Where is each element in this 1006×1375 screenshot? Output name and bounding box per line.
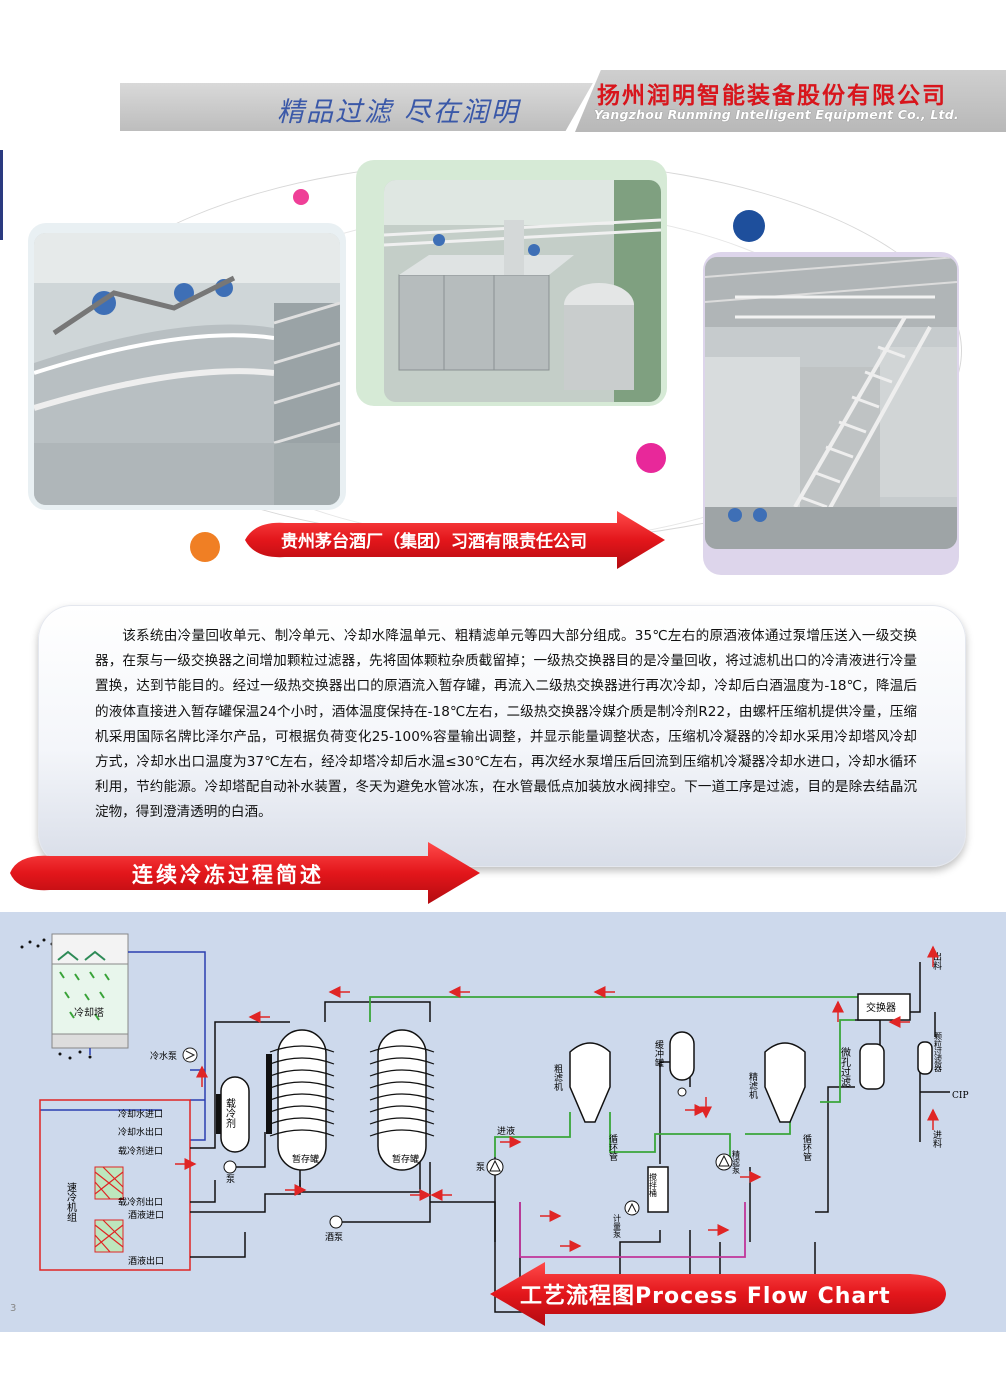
cooling-tower-label: 冷却塔 xyxy=(74,1006,104,1019)
tank1-label: 暂存罐 xyxy=(292,1153,319,1165)
mix-tank-label: 搅拌桶 xyxy=(649,1172,658,1198)
cw-in-label: 冷却水进口 xyxy=(118,1108,163,1120)
photo-tank-ladder xyxy=(703,252,959,575)
inlet-label: 进液 xyxy=(497,1125,515,1137)
flow-title-banner xyxy=(490,1262,946,1326)
flow-chart-panel xyxy=(0,912,1006,1332)
page-number: 3 xyxy=(10,1303,17,1314)
tank2-label: 暂存罐 xyxy=(392,1153,419,1165)
coolant-out-label: 载冷剂出口 xyxy=(118,1196,163,1208)
exchanger-label: 交换器 xyxy=(866,1001,896,1014)
storage-tank-1 xyxy=(266,1029,335,1171)
chiller-coils xyxy=(94,1166,124,1253)
description-panel xyxy=(38,605,966,867)
decor-dot-pink xyxy=(293,189,309,205)
coarse-filter xyxy=(569,1042,611,1123)
outlet-label: 出料 xyxy=(931,951,942,971)
wine-pump-label: 酒泵 xyxy=(325,1232,343,1243)
photo-caption-banner: 贵州茅台酒厂（集团）习酒有限责任公司 xyxy=(245,511,665,569)
company-name-en: Yangzhou Runming Intelligent Equipment C… xyxy=(594,107,959,122)
fine-filter xyxy=(764,1042,806,1123)
chiller-label: 速冷机组 xyxy=(65,1182,77,1222)
feed-label: 进料 xyxy=(931,1130,942,1149)
buffer-tank-label: 缓冲罐 xyxy=(653,1039,664,1068)
tank-ladder-illustration xyxy=(705,257,957,549)
storage-tank-2 xyxy=(369,1029,435,1171)
company-name-cn: 扬州润明智能装备股份有限公司 xyxy=(597,83,947,109)
coarse-filter-label: 粗滤机 xyxy=(552,1063,563,1092)
coolant-in-label: 载冷剂进口 xyxy=(118,1145,163,1157)
pump2-label: 泵 xyxy=(476,1162,485,1173)
buffer-tank xyxy=(669,1031,695,1097)
particle-filter xyxy=(917,1041,933,1075)
flow-title: 工艺流程图Process Flow Chart xyxy=(520,1283,891,1309)
cip-label: CIP xyxy=(952,1091,969,1101)
metering-pump-label: 计量泵 xyxy=(613,1213,622,1238)
micro-filter xyxy=(859,1043,885,1090)
company-plate xyxy=(575,70,1006,132)
slogan: 精品过滤 尽在润明 xyxy=(277,97,520,128)
cooling-tower xyxy=(51,933,129,1049)
circ-pipe1-label: 循环管 xyxy=(607,1133,618,1161)
decor-dot-blue xyxy=(733,210,765,242)
photo-exchanger-room xyxy=(356,160,667,406)
micro-filter-label: 微孔过滤 xyxy=(839,1046,851,1088)
flow-arrows xyxy=(175,945,939,1252)
decor-dot-magenta xyxy=(636,443,666,473)
cold-water-pump-label: 冷水泵 xyxy=(150,1050,177,1062)
fine-pump-label: 精滤泵 xyxy=(732,1149,741,1174)
wine-out-label: 酒液出口 xyxy=(128,1255,164,1267)
tank-platform-illustration xyxy=(34,233,340,505)
spray-dots xyxy=(20,938,92,1060)
coolant-label: 载冷剂 xyxy=(224,1098,236,1129)
pump-label: 泵 xyxy=(226,1174,235,1185)
cw-out-label: 冷却水出口 xyxy=(118,1126,163,1138)
particle-filter-label: 颗粒过滤器 xyxy=(934,1032,943,1073)
mix-tank xyxy=(647,1166,669,1213)
decor-dot-orange xyxy=(190,532,220,562)
process-flow-diagram: 冷却塔 冷水泵 速冷机组 冷却水进口 冷却水出口 载冷剂进口 载冷剂出口 酒液进… xyxy=(20,933,969,1326)
wine-in-label: 酒液进口 xyxy=(128,1209,164,1221)
magenta-pipe xyxy=(519,1202,746,1258)
circ-pipe2-label: 循环管 xyxy=(801,1133,812,1161)
photo-caption-text: 贵州茅台酒厂（集团）习酒有限责任公司 xyxy=(281,532,587,552)
process-summary-title: 连续冷冻过程简述 xyxy=(132,863,324,887)
page-edge-marker xyxy=(0,150,3,240)
chiller-frame xyxy=(39,1099,191,1271)
fine-filter-label: 精滤机 xyxy=(747,1071,758,1100)
description-text: 该系统由冷量回收单元、制冷单元、冷却水降温单元、粗精滤单元等四大部分组成。35℃… xyxy=(95,628,917,821)
exchanger-room-illustration xyxy=(384,180,661,402)
photo-tank-platform xyxy=(28,223,346,510)
process-summary-banner: 连续冷冻过程简述 xyxy=(10,842,480,904)
coolant-tank xyxy=(216,1076,250,1153)
exchanger-box xyxy=(857,993,911,1021)
